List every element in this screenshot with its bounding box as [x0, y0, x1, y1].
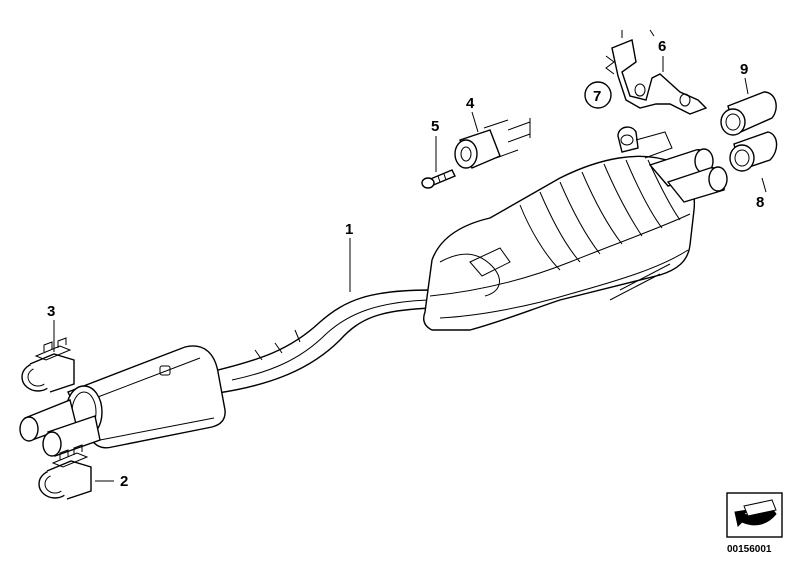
- front-silencer[interactable]: [65, 345, 226, 449]
- label-part-8: 8: [756, 194, 764, 211]
- label-part-3: 3: [47, 303, 55, 320]
- silencer-hanger[interactable]: [617, 126, 673, 159]
- tail-pipes-rear[interactable]: [648, 148, 728, 203]
- tail-trim-9[interactable]: [720, 91, 777, 136]
- rubber-mount-4[interactable]: [454, 118, 531, 169]
- label-part-7-circle: 7: [584, 81, 612, 109]
- tail-trim-8[interactable]: [729, 131, 778, 172]
- tail-pipes-front[interactable]: [19, 399, 101, 457]
- label-part-9: 9: [740, 61, 748, 78]
- clamp-3[interactable]: [21, 337, 75, 393]
- rear-silencer[interactable]: [423, 155, 696, 331]
- label-part-6: 6: [658, 38, 666, 55]
- leader-lines: [53, 56, 767, 482]
- bolt-5[interactable]: [421, 169, 456, 189]
- label-part-1: 1: [345, 221, 353, 238]
- label-part-2: 2: [120, 473, 128, 490]
- arrow-icon: [726, 492, 783, 538]
- bracket-6[interactable]: [605, 29, 708, 115]
- label-part-5: 5: [431, 118, 439, 135]
- reference-code: 00156001: [727, 544, 772, 555]
- label-part-7: 7: [593, 88, 601, 105]
- clamp-2[interactable]: [38, 444, 92, 500]
- exhaust-pipe[interactable]: [209, 289, 433, 394]
- label-part-4: 4: [466, 95, 475, 112]
